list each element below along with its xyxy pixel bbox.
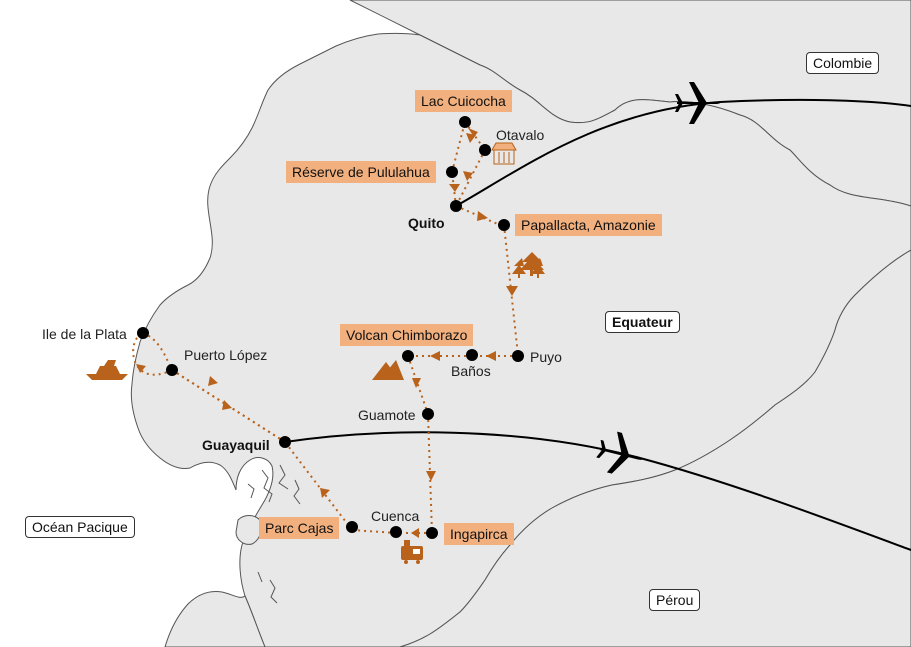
highlight-cajas[interactable]: Parc Cajas	[259, 517, 340, 539]
place-label-banos: Baños	[451, 363, 491, 379]
route-arrows	[136, 128, 518, 538]
stop-otavalo[interactable]	[479, 144, 491, 156]
place-label-guamote: Guamote	[358, 407, 416, 423]
train-icon	[401, 540, 423, 564]
stop-quito[interactable]	[450, 200, 462, 212]
plane-icon	[675, 82, 721, 124]
stop-ile-plata[interactable]	[137, 327, 149, 339]
plane-icon	[596, 431, 644, 474]
stop-puerto-lopez[interactable]	[166, 364, 178, 376]
highlight-ingapirca[interactable]: Ingapirca	[444, 523, 514, 545]
volcano-icon	[372, 360, 404, 380]
highlight-pululahua[interactable]: Réserve de Pululahua	[286, 161, 436, 183]
gulf-islands	[247, 464, 301, 604]
stop-ingapirca[interactable]	[426, 527, 438, 539]
place-label-cuenca: Cuenca	[371, 508, 420, 524]
stop-cajas[interactable]	[346, 521, 358, 533]
stop-cuicocha[interactable]	[459, 116, 471, 128]
stop-guayaquil[interactable]	[279, 436, 291, 448]
tree-icon	[512, 252, 545, 278]
stop-guamote[interactable]	[422, 408, 434, 420]
ocean-label: Océan Pacique	[25, 516, 135, 538]
stop-papallacta[interactable]	[498, 219, 510, 231]
stop-cuenca[interactable]	[390, 526, 402, 538]
peru-land	[399, 249, 911, 647]
place-label-quito: Quito	[408, 215, 445, 231]
highlight-cuicocha[interactable]: Lac Cuicocha	[415, 90, 512, 112]
country-label-colombia: Colombie	[806, 52, 880, 74]
place-label-puyo: Puyo	[530, 349, 562, 365]
place-label-ile-plata: Ile de la Plata	[42, 326, 127, 342]
south-coast-land	[164, 591, 266, 647]
highlight-papallacta[interactable]: Papallacta, Amazonie	[515, 214, 662, 236]
highlight-chimborazo[interactable]: Volcan Chimborazo	[340, 324, 474, 346]
place-label-guayaquil: Guayaquil	[202, 437, 270, 453]
stop-chimborazo[interactable]	[402, 350, 414, 362]
stop-points	[137, 116, 524, 539]
boat-icon	[86, 360, 128, 380]
country-label-peru: Pérou	[649, 589, 701, 611]
market-icon	[491, 142, 517, 165]
country-label-ecuador: Equateur	[605, 311, 680, 333]
stop-puyo[interactable]	[512, 350, 524, 362]
place-label-puerto-lopez: Puerto López	[184, 347, 268, 363]
stop-pululahua[interactable]	[446, 166, 458, 178]
stop-banos[interactable]	[466, 349, 478, 361]
place-label-otavalo: Otavalo	[496, 127, 545, 143]
